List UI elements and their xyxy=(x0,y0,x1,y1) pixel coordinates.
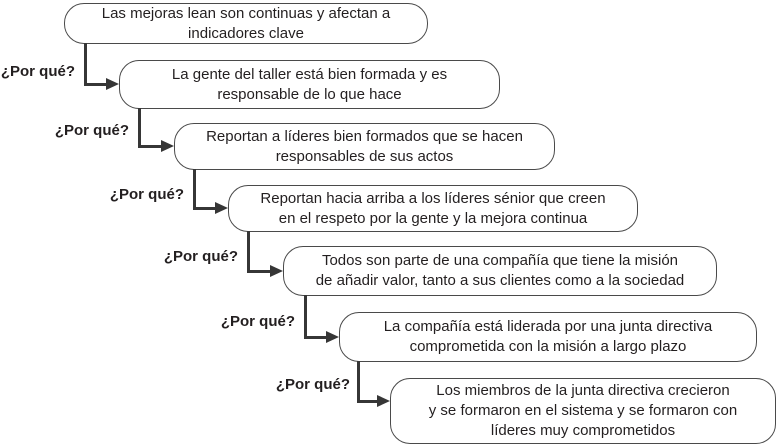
box-text-line: comprometida con la misión a largo plazo xyxy=(409,338,687,355)
connector-6-horizontal-line xyxy=(357,399,378,403)
connector-4-horizontal-line xyxy=(247,269,271,273)
arrow-right-icon xyxy=(377,394,390,407)
arrow-right-icon xyxy=(215,201,228,214)
box-text-line: líderes muy comprometidos xyxy=(490,422,676,439)
box-text-line: responsables de sus actos xyxy=(275,147,454,165)
box-text-line: La compañía está liderada por una junta … xyxy=(383,318,713,335)
why-chain-box-5: Todos son parte de una compañía que tien… xyxy=(283,246,717,296)
why-chain-box-4: Reportan hacia arriba a los líderes séni… xyxy=(228,185,638,232)
why-chain-box-3: Reportan a líderes bien formados que se … xyxy=(174,123,555,170)
arrow-right-icon xyxy=(106,77,119,90)
connector-6-vertical-line xyxy=(357,361,360,403)
why-label-5: ¿Por qué? xyxy=(220,313,295,330)
why-label-2: ¿Por qué? xyxy=(54,122,129,139)
box-text-line: responsable de lo que hace xyxy=(217,85,402,103)
why-label-3: ¿Por qué? xyxy=(109,186,184,203)
connector-2-horizontal-line xyxy=(138,144,162,148)
connector-4-vertical-line xyxy=(247,231,250,273)
connector-1-horizontal-line xyxy=(84,82,107,86)
why-chain-box-1: Las mejoras lean son continuas y afectan… xyxy=(64,3,428,44)
box-text-line: y se formaron en el sistema y se formaro… xyxy=(428,402,738,419)
box-text-line: Reportan hacia arriba a los líderes séni… xyxy=(260,189,606,207)
box-text-line: La gente del taller está bien formada y … xyxy=(171,65,448,83)
arrow-right-icon xyxy=(161,139,174,152)
why-chain-box-2: La gente del taller está bien formada y … xyxy=(119,60,500,109)
why-label-4: ¿Por qué? xyxy=(163,248,238,265)
box-text-line: Los miembros de la junta directiva creci… xyxy=(436,382,730,399)
why-chain-box-6: La compañía está liderada por una junta … xyxy=(339,312,757,362)
connector-1-vertical-line xyxy=(84,43,87,86)
box-text-line: de añadir valor, tanto a sus clientes co… xyxy=(315,272,685,289)
why-chain-box-7: Los miembros de la junta directiva creci… xyxy=(390,378,776,444)
box-text-line: Reportan a líderes bien formados que se … xyxy=(206,127,523,145)
connector-2-vertical-line xyxy=(138,108,141,148)
why-label-1: ¿Por qué? xyxy=(0,63,75,80)
box-text-line: Todos son parte de una compañía que tien… xyxy=(321,252,679,269)
arrow-right-icon xyxy=(270,264,283,277)
connector-5-horizontal-line xyxy=(304,335,327,339)
connector-3-vertical-line xyxy=(193,169,196,210)
box-text-line: en el respeto por la gente y la mejora c… xyxy=(278,209,588,227)
box-text-line: indicadores clave xyxy=(188,24,304,42)
connector-5-vertical-line xyxy=(304,295,307,339)
arrow-right-icon xyxy=(326,330,339,343)
connector-3-horizontal-line xyxy=(193,206,216,210)
box-text-line: Las mejoras lean son continuas y afectan… xyxy=(101,4,391,22)
why-label-6: ¿Por qué? xyxy=(275,376,350,393)
